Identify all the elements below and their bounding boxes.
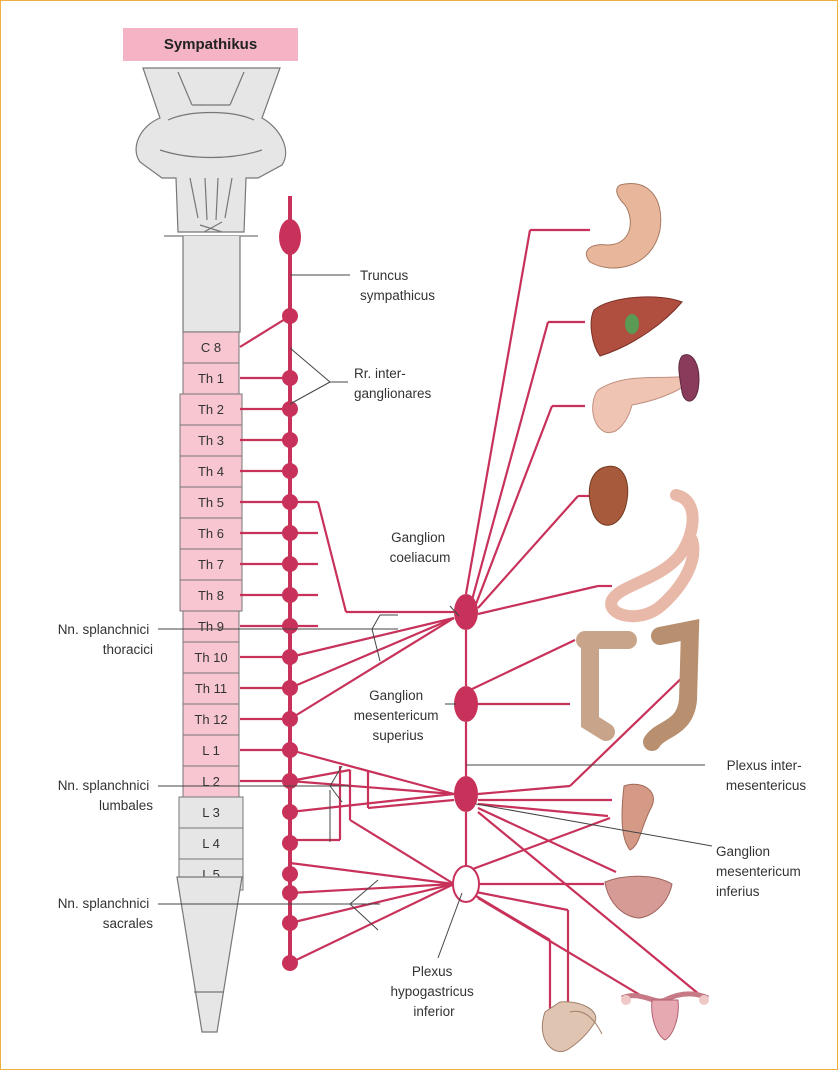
spinal-segment-label: Th 10 — [194, 650, 227, 665]
chain-ganglion — [282, 494, 298, 510]
nerve-fiber — [478, 804, 608, 816]
spinal-segment-label: L 3 — [202, 805, 220, 820]
nerve-fiber — [478, 812, 706, 1000]
nerve-fiber — [290, 863, 454, 884]
chain-ganglion — [282, 866, 298, 882]
label-ganglion-mesentericum-superius: Ganglion mesentericum superius — [354, 688, 443, 743]
chain-ganglion — [282, 463, 298, 479]
stomach-illustration — [586, 183, 660, 268]
label-ganglion-coeliacum: Ganglion coeliacum — [390, 530, 451, 565]
brainstem — [136, 68, 286, 332]
ganglion-mesentericum-inferius — [454, 776, 478, 812]
chain-ganglion — [282, 915, 298, 931]
spinal-segment-label: L 4 — [202, 836, 220, 851]
label-truncus-sympathicus: Truncus sympathicus — [360, 268, 435, 303]
label-nn-splanchnici-thoracici: Nn. splanchnici thoracici — [58, 622, 153, 657]
nerve-fiber — [476, 892, 568, 910]
chain-ganglion — [282, 587, 298, 603]
chain-ganglion — [282, 885, 298, 901]
spinal-segment-label: Th 11 — [195, 681, 227, 696]
spinal-segment-label: Th 6 — [198, 526, 224, 541]
spinal-segment-label: Th 8 — [198, 588, 224, 603]
nerve-fiber — [466, 230, 530, 594]
nerve-fiber — [472, 322, 548, 600]
spinal-segments: C 8 Th 1 Th 2 Th 3 Th 4 Th 5 Th 6 Th 7 Th 8 Th 9 T… — [179, 332, 243, 890]
nerve-fiber — [470, 640, 575, 690]
chain-ganglion — [282, 432, 298, 448]
nerve-fiber — [318, 502, 346, 612]
chain-ganglion — [282, 649, 298, 665]
chain-ganglion — [282, 773, 298, 789]
nerve-fiber — [290, 618, 454, 657]
chain-ganglion — [282, 556, 298, 572]
spinal-segment-label: C 8 — [201, 340, 221, 355]
label-ganglion-mesentericum-inferius: Ganglion mesentericum inferius — [716, 844, 805, 899]
nerve-fiber — [478, 898, 645, 998]
ganglion-mesentericum-superius — [454, 686, 478, 722]
label-plexus-intermesentericus: Plexus inter- mesentericus — [726, 758, 807, 793]
nerve-fiber — [478, 786, 570, 794]
spinal-segment-label: Th 2 — [198, 402, 224, 417]
spinal-segment-label: Th 12 — [194, 712, 227, 727]
ganglion-coeliacum — [454, 594, 478, 630]
chain-ganglion — [282, 525, 298, 541]
label-nn-splanchnici-lumbales: Nn. splanchnici lumbales — [58, 778, 154, 813]
kidney-small-intestine-illustration — [589, 466, 693, 616]
spinal-segment-label: Th 7 — [198, 557, 224, 572]
nerve-fiber — [478, 496, 578, 608]
ganglion-cervicale-superius — [279, 219, 301, 255]
nerve-fiber — [290, 884, 454, 963]
chain-ganglion — [282, 804, 298, 820]
truncus-sympathicus-chain — [279, 196, 301, 971]
chain-ganglion — [282, 742, 298, 758]
female-genitals-illustration — [621, 994, 709, 1040]
spinal-segment-label: Th 9 — [198, 619, 224, 634]
chain-ganglion — [282, 680, 298, 696]
nerve-fiber — [350, 820, 454, 884]
spinal-segment-label: Th 5 — [198, 495, 224, 510]
ramus-communicans — [240, 316, 290, 347]
nerve-fiber — [290, 618, 454, 719]
label-plexus-hypogastricus-inferior: Plexus hypogastricus inferior — [390, 964, 477, 1019]
nerve-fiber — [478, 586, 598, 614]
rectum-illustration — [622, 784, 653, 850]
spinal-segment-label: L 1 — [202, 743, 220, 758]
label-nn-splanchnici-sacrales: Nn. splanchnici sacrales — [58, 896, 154, 931]
bladder-illustration — [605, 876, 672, 918]
spinal-segment-label: Th 1 — [198, 371, 224, 386]
liver-illustration — [591, 297, 682, 356]
nerve-fiber — [478, 808, 616, 872]
chain-ganglion — [282, 308, 298, 324]
plexus-hypogastricus-inferior — [453, 866, 479, 902]
spinal-segment-label: Th 3 — [198, 433, 224, 448]
chain-ganglion — [282, 618, 298, 634]
male-genitals-illustration — [542, 1002, 602, 1052]
spinal-segment-label: Th 4 — [198, 464, 224, 479]
label-rr-interganglionares: Rr. inter- ganglionares — [354, 366, 432, 401]
chain-ganglion — [282, 370, 298, 386]
chain-ganglion — [282, 401, 298, 417]
nerve-fiber — [476, 406, 552, 604]
conus-medullaris — [177, 877, 242, 1032]
spinal-segment-label: L 2 — [202, 774, 220, 789]
chain-ganglion — [282, 955, 298, 971]
chain-ganglion — [282, 835, 298, 851]
chain-ganglion — [282, 711, 298, 727]
pancreas-spleen-illustration — [593, 355, 699, 433]
